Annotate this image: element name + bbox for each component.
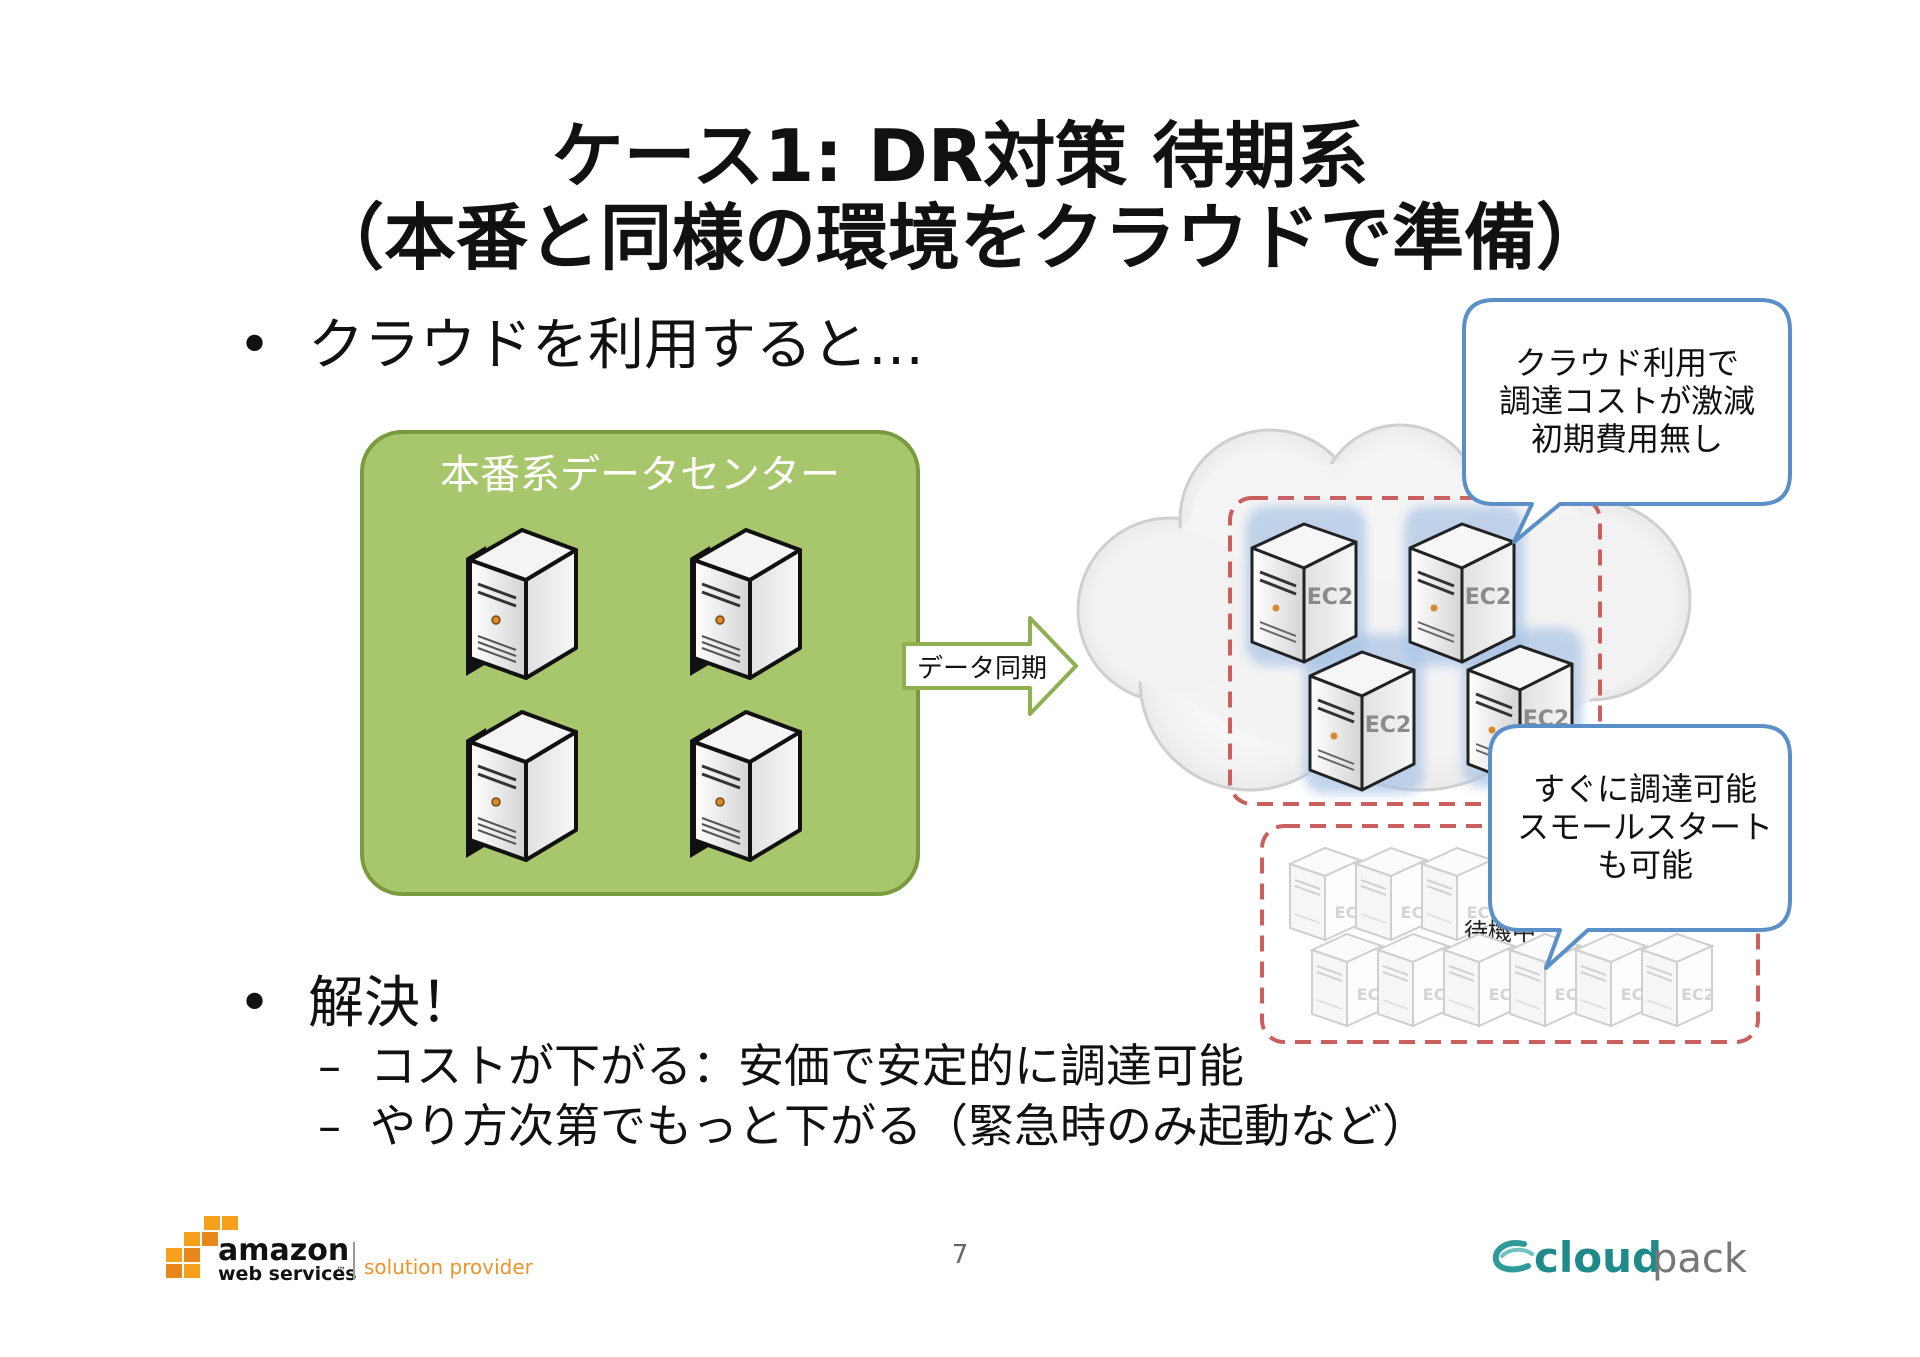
ec2-label: EC2 — [1681, 985, 1715, 1004]
server-icon — [688, 528, 802, 680]
cloudpack-logo: cloud pack — [1492, 1233, 1748, 1282]
datacenter-box — [360, 430, 920, 896]
active-ec2-region — [1228, 496, 1602, 806]
standby-server-icon — [1443, 933, 1515, 1027]
standby-server-icon — [1575, 933, 1647, 1027]
ec2-label: EC — [1621, 985, 1644, 1004]
callout-start: すぐに調達可能 スモールスタート も可能 — [1488, 724, 1792, 970]
ec2-label: EC2 — [1307, 585, 1353, 610]
aws-cubes-icon — [166, 1216, 238, 1278]
sub-bullet: –コストが下がる：安価で安定的に調達可能 — [318, 1039, 1244, 1093]
ec2-label: EC — [1555, 985, 1578, 1004]
sub-bullet: –やり方次第でもっと下がる（緊急時のみ起動など） — [318, 1099, 1428, 1153]
callout-cost: クラウド利用で 調達コストが激減 初期費用無し — [1462, 298, 1792, 544]
callout-cost-line3: 初期費用無し — [1531, 420, 1723, 458]
cloudpack-wordmark-pack: pack — [1652, 1236, 1748, 1282]
ec2-label: EC — [1357, 985, 1380, 1004]
slide-title-line2: （本番と同様の環境をクラウドで準備） — [311, 196, 1608, 280]
callout-cost-line2: 調達コストが激減 — [1499, 382, 1755, 420]
standby-server-icon — [1377, 933, 1449, 1027]
datacenter-label: 本番系データセンター — [440, 452, 840, 498]
standby-server-icon — [1311, 933, 1383, 1027]
sync-arrow-label: データ同期 — [917, 654, 1047, 684]
ec2-label: EC2 — [1365, 713, 1411, 738]
bullet-second-text: 解決！ — [308, 971, 476, 1036]
standby-server-icon — [1641, 933, 1713, 1027]
bullet-first: •クラウドを利用すると… — [238, 313, 924, 378]
ec2-label: EC — [1489, 985, 1512, 1004]
aws-solution-provider-logo: amazon web services ™ solution provider — [166, 1216, 534, 1285]
callout-start-line2: スモールスタート — [1517, 808, 1773, 846]
cloudpack-wordmark-cloud: cloud — [1534, 1233, 1662, 1282]
ec2-label: EC — [1401, 903, 1424, 922]
slide-title-line1: ケース1: DR対策 待期系 — [551, 114, 1369, 198]
ec2-label: EC — [1423, 985, 1446, 1004]
aws-wordmark: amazon — [218, 1233, 349, 1268]
sub-bullet-text: コストが下がる：安価で安定的に調達可能 — [370, 1039, 1244, 1093]
page-number: 7 — [951, 1240, 969, 1270]
ec2-label: EC2 — [1465, 585, 1511, 610]
server-icon — [464, 528, 578, 680]
aws-trademark: ™ — [336, 1266, 346, 1277]
cloudpack-swirl-icon — [1492, 1240, 1534, 1273]
standby-server-icon — [1355, 847, 1427, 941]
callout-start-line3: も可能 — [1597, 846, 1693, 884]
server-icon — [464, 710, 578, 862]
bullet-second: •解決！ — [238, 971, 476, 1036]
sub-bullet-text: やり方次第でもっと下がる（緊急時のみ起動など） — [370, 1099, 1428, 1153]
server-icon — [688, 710, 802, 862]
sync-arrow-icon — [902, 616, 1078, 716]
callout-start-line1: すぐに調達可能 — [1533, 770, 1757, 808]
aws-wordmark-sub: web services — [218, 1263, 357, 1285]
aws-tagline: solution provider — [364, 1255, 534, 1279]
bullet-first-text: クラウドを利用すると… — [308, 313, 924, 378]
callout-cost-line1: クラウド利用で — [1515, 344, 1739, 382]
ec2-label: EC — [1335, 903, 1358, 922]
standby-server-icon — [1289, 847, 1361, 941]
ec2-label: EC — [1467, 903, 1490, 922]
